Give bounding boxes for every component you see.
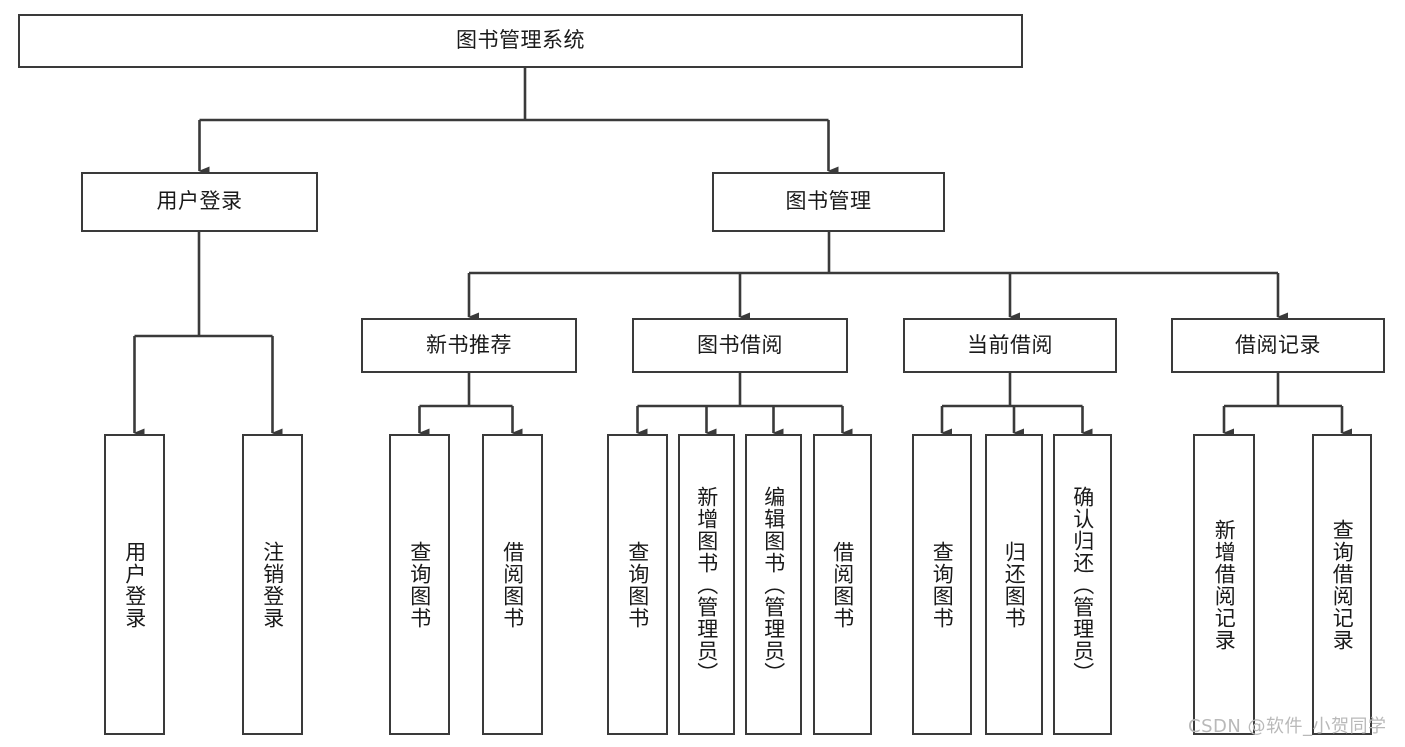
node-current-borrow: 当前借阅 xyxy=(903,318,1117,373)
node-root: 图书管理系统 xyxy=(18,14,1023,68)
node-label: 当前借阅 xyxy=(967,332,1053,357)
node-book-borrow: 图书借阅 xyxy=(632,318,848,373)
node-label: 图书管理 xyxy=(785,189,872,214)
node-leaf-query-record: 查询借阅记录 xyxy=(1312,434,1372,735)
node-borrow-record: 借阅记录 xyxy=(1171,318,1385,373)
node-new-book-rec: 新书推荐 xyxy=(361,318,577,373)
node-leaf-query-book-bor: 查询图书 xyxy=(607,434,668,735)
node-label: 查询借阅记录 xyxy=(1330,518,1355,651)
node-label: 借阅记录 xyxy=(1235,332,1321,357)
node-label: 新增借阅记录 xyxy=(1212,518,1237,651)
node-leaf-borrow-book-bor: 借阅图书 xyxy=(813,434,872,735)
node-user-login: 用户登录 xyxy=(81,172,318,232)
node-book-manage: 图书管理 xyxy=(712,172,945,232)
node-leaf-logout: 注销登录 xyxy=(242,434,303,735)
node-leaf-edit-book: 编辑图书（管理员） xyxy=(745,434,802,735)
node-label: 图书管理系统 xyxy=(456,28,585,53)
node-leaf-add-book: 新增图书（管理员） xyxy=(678,434,735,735)
node-leaf-query-book-cur: 查询图书 xyxy=(912,434,972,735)
node-label: 用户登录 xyxy=(156,189,243,214)
node-leaf-query-book-rec: 查询图书 xyxy=(389,434,450,735)
node-label: 新书推荐 xyxy=(426,332,512,357)
node-label: 查询图书 xyxy=(625,540,650,629)
node-label: 注销登录 xyxy=(260,540,285,629)
node-label: 编辑图书（管理员） xyxy=(761,485,786,684)
node-label: 图书借阅 xyxy=(697,332,783,357)
node-leaf-return-book: 归还图书 xyxy=(985,434,1043,735)
node-label: 查询图书 xyxy=(407,540,432,629)
node-label: 用户登录 xyxy=(122,540,147,629)
node-leaf-user-login: 用户登录 xyxy=(104,434,165,735)
node-label: 确认归还（管理员） xyxy=(1070,485,1095,684)
node-leaf-confirm-return: 确认归还（管理员） xyxy=(1053,434,1112,735)
node-label: 借阅图书 xyxy=(830,540,855,629)
node-leaf-borrow-book-rec: 借阅图书 xyxy=(482,434,543,735)
node-label: 新增图书（管理员） xyxy=(694,485,719,684)
node-label: 归还图书 xyxy=(1002,540,1027,629)
node-label: 查询图书 xyxy=(930,540,955,629)
node-leaf-add-record: 新增借阅记录 xyxy=(1193,434,1255,735)
node-label: 借阅图书 xyxy=(500,540,525,629)
